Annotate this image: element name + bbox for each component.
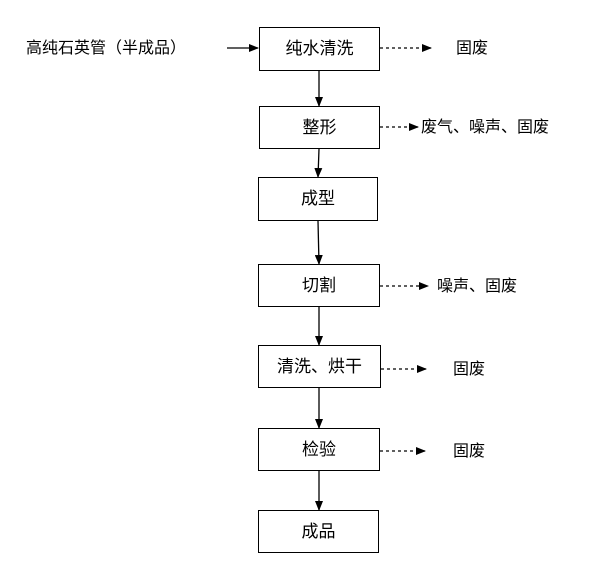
step-finished-product: 成品	[258, 510, 379, 553]
step-label: 整形	[302, 117, 337, 138]
input-label: 高纯石英管（半成品）	[26, 38, 187, 57]
output-label: 固废	[453, 441, 486, 460]
step-inspection: 检验	[258, 428, 380, 471]
step-forming: 成型	[258, 177, 378, 221]
output-label: 固废	[456, 38, 489, 57]
step-cleaning-drying: 清洗、烘干	[258, 345, 381, 388]
output-label: 噪声、固废	[437, 276, 518, 295]
step-cutting: 切割	[258, 264, 380, 307]
step-label: 检验	[302, 439, 336, 460]
step-label: 纯水清洗	[285, 39, 354, 59]
step-label: 清洗、烘干	[277, 356, 362, 377]
step-pure-water-cleaning: 纯水清洗	[259, 27, 380, 71]
output-label: 固废	[453, 359, 486, 378]
step-label: 成品	[301, 521, 336, 542]
output-label: 废气、噪声、固废	[421, 117, 550, 136]
step-label: 切割	[302, 275, 336, 296]
flow-arrow	[314, 220, 323, 265]
step-label: 成型	[301, 189, 335, 209]
flow-arrow	[314, 148, 323, 178]
step-shaping: 整形	[259, 106, 380, 149]
